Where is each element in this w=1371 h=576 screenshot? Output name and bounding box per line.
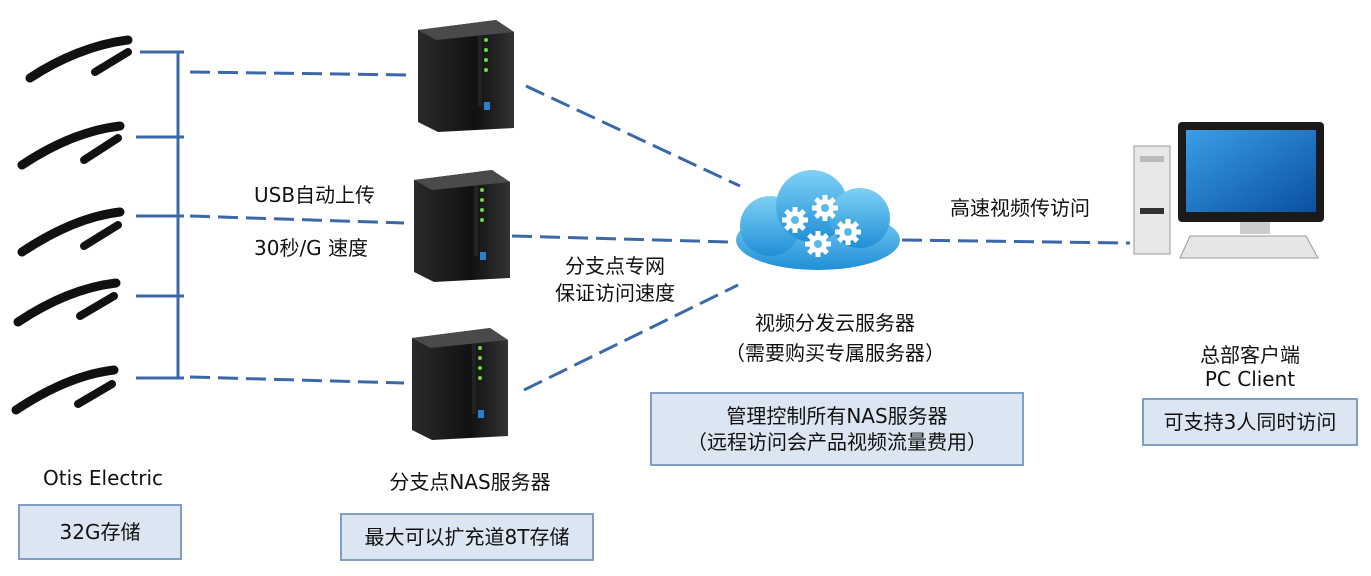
cloud-subtitle: （需要购买专属服务器） xyxy=(725,341,945,365)
cloud-title: 视频分发云服务器 xyxy=(755,311,915,335)
nas-server-icon xyxy=(414,170,510,282)
cloud-note-box: 管理控制所有NAS服务器 （远程访问会产品视频流量费用） xyxy=(650,392,1024,466)
device-name: Otis Electric xyxy=(42,466,164,490)
device-storage-box: 32G存储 xyxy=(18,504,182,560)
device-storage-label: 32G存储 xyxy=(59,520,141,544)
headband-icon xyxy=(17,121,125,170)
nas-server-icons xyxy=(412,20,514,440)
cloud-to-client-link xyxy=(901,238,1131,245)
cloud-note-line2: （远程访问会产品视频流量费用） xyxy=(687,430,987,454)
nas-to-cloud-links xyxy=(511,84,741,392)
client-subtitle: PC Client xyxy=(1204,367,1296,391)
device-bus xyxy=(136,50,184,380)
usb-upload-label: USB自动上传 xyxy=(254,183,376,207)
nas-note-box: 最大可以扩充道8T存储 xyxy=(340,513,594,561)
nas-server-icon xyxy=(412,328,508,440)
branch-net-line1: 分支点专网 xyxy=(565,254,665,278)
nas-note-label: 最大可以扩充道8T存储 xyxy=(364,525,570,549)
device-to-nas-links xyxy=(189,70,411,385)
nas-title: 分支点NAS服务器 xyxy=(389,470,551,494)
client-note-box: 可支持3人同时访问 xyxy=(1142,398,1358,446)
nas-server-icon xyxy=(418,20,514,132)
cloud-note-line1: 管理控制所有NAS服务器 xyxy=(726,404,948,428)
headband-icon xyxy=(17,207,125,257)
headband-icon xyxy=(11,365,119,415)
cloud-server-icon xyxy=(736,170,900,270)
branch-net-line2: 保证访问速度 xyxy=(555,281,675,305)
headband-icon xyxy=(13,278,121,327)
link-label: 高速视频传访问 xyxy=(950,196,1090,220)
usb-speed-label: 30秒/G 速度 xyxy=(254,236,369,260)
desktop-pc-icon xyxy=(1133,122,1324,259)
headband-icon xyxy=(25,35,133,83)
client-title: 总部客户端 xyxy=(1200,343,1300,367)
headband-icons xyxy=(11,35,133,415)
client-note-label: 可支持3人同时访问 xyxy=(1163,410,1337,434)
